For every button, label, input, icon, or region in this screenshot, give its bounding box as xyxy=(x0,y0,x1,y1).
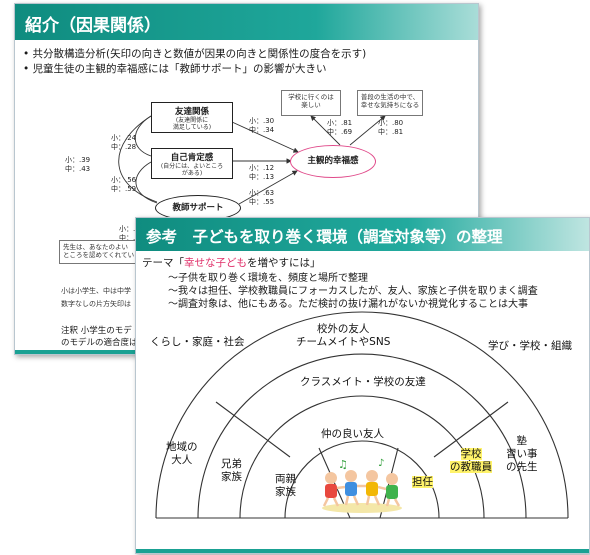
bullet-1: • 共分散構造分析(矢印の向きと数値が因果の向きと関係性の度合を示す) xyxy=(23,48,367,60)
theme-line: テーマ「幸せな子どもを増やすには」 xyxy=(142,257,321,269)
node-friend-relationships: 友達関係 (友達関係に 満足している) xyxy=(151,102,233,133)
note-line-2: 数字なしの片方矢印は xyxy=(61,300,131,308)
node-self-esteem: 自己肯定感 (自分には、よいところ がある) xyxy=(151,148,233,179)
note-line-4: のモデルの適合度は xyxy=(61,338,138,348)
label-outside-friends: 校外の友人チームメイトやSNS xyxy=(296,323,391,348)
note-line-3: 注釈 小学生のモデ xyxy=(61,326,132,336)
indicator-teacher-recognition: 先生は、あなたのよいところを認めてくれてい xyxy=(59,240,142,264)
children-playing-illustration: ♫ ♪ xyxy=(322,458,402,513)
svg-text:♫: ♫ xyxy=(338,458,348,471)
label-close-friends: 仲の良い友人 xyxy=(321,428,384,440)
slide-causal-analysis: 紹介（因果関係） • 共分散構造分析(矢印の向きと数値が因果の向きと関係性の度合… xyxy=(14,3,479,355)
label-learning-school-organization: 学び・学校・組織 xyxy=(488,340,572,352)
indicator-daily-happiness: 普段の生活の中で、幸せな気持ちになる xyxy=(357,90,423,116)
note-line-3: ～調査対象は、他にもある。ただ検討の抜け漏れがないか視覚化することは大事 xyxy=(168,299,528,310)
node-subjective-wellbeing: 主観的幸福感 xyxy=(290,145,376,178)
label-classmates: クラスメイト・学校の友達 xyxy=(300,376,426,388)
indicator-school-enjoyment: 学校に行くのは楽しい xyxy=(281,90,341,116)
note-line-1: 小は小学生、中は中学 xyxy=(61,287,131,295)
label-cram-school-teachers: 塾習い事の先生 xyxy=(506,435,538,473)
label-siblings: 兄弟家族 xyxy=(221,458,242,483)
label-homeroom-teacher: 担任 xyxy=(412,476,433,488)
note-line-2: ～我々は担任、学校教職員にフォーカスしたが、友人、家族と子供を取りまく調査 xyxy=(168,286,538,297)
note-line-1: ～子供を取り巻く環境を、頻度と場所で整理 xyxy=(168,273,368,284)
slide-footer-bar xyxy=(136,549,589,553)
label-community-adults: 地域の大人 xyxy=(166,441,198,466)
slide-header: 紹介（因果関係） xyxy=(15,4,478,40)
bullet-2: • 児童生徒の主観的幸福感には「教師サポート」の影響が大きい xyxy=(23,63,327,75)
slide-title: 参考 子どもを取り巻く環境（調査対象等）の整理 xyxy=(146,228,503,246)
svg-text:♪: ♪ xyxy=(378,458,384,469)
label-parents: 両親家族 xyxy=(275,473,296,498)
slide-child-environment: 参考 子どもを取り巻く環境（調査対象等）の整理 テーマ「幸せな子どもを増やすには… xyxy=(135,217,590,554)
slide-header: 参考 子どもを取り巻く環境（調査対象等）の整理 xyxy=(136,218,589,251)
label-life-family-society: くらし・家庭・社会 xyxy=(150,336,245,348)
slide-title: 紹介（因果関係） xyxy=(25,16,161,36)
label-school-staff: 学校の教職員 xyxy=(450,448,492,473)
